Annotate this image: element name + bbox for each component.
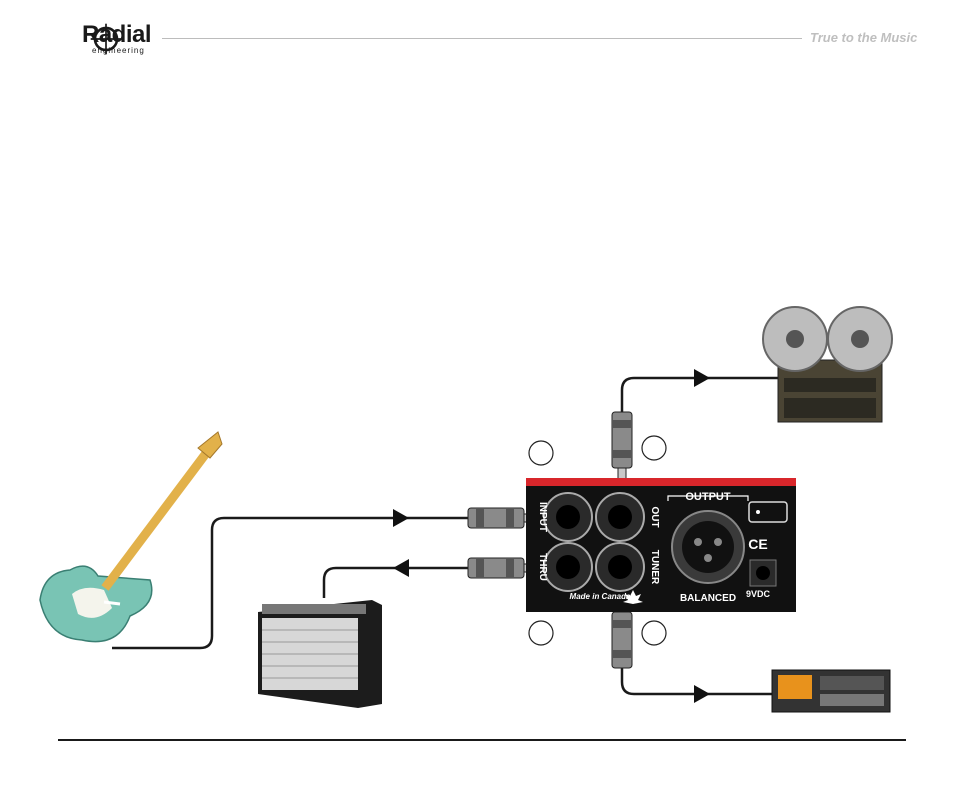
guitar-icon [40, 432, 222, 642]
amplifier-icon [258, 600, 382, 708]
label-thru: THRU [537, 553, 548, 581]
marker-circle [529, 441, 553, 465]
footer-divider [58, 739, 906, 741]
device-panel: INPUT THRU OUT TUNER OUTPUT BALANCED CE … [526, 478, 796, 612]
marker-circle [642, 621, 666, 645]
label-ce: CE [748, 536, 767, 552]
label-power: 9VDC [746, 589, 771, 599]
arrow-right-icon [393, 509, 409, 527]
marker-circle [529, 621, 553, 645]
label-made-in: Made in Canada [570, 592, 631, 601]
label-input: INPUT [537, 502, 548, 532]
arrow-right-icon [694, 685, 710, 703]
label-balanced: BALANCED [680, 593, 736, 604]
arrow-left-icon [393, 559, 409, 577]
tape-recorder-icon [763, 307, 892, 422]
marker-circle [642, 436, 666, 460]
label-out: OUT [649, 506, 660, 527]
cable-thru-to-amp [324, 568, 470, 598]
arrow-right-icon [694, 369, 710, 387]
tuner-icon [772, 670, 890, 712]
label-tuner: TUNER [649, 550, 660, 585]
label-output: OUTPUT [685, 491, 731, 503]
